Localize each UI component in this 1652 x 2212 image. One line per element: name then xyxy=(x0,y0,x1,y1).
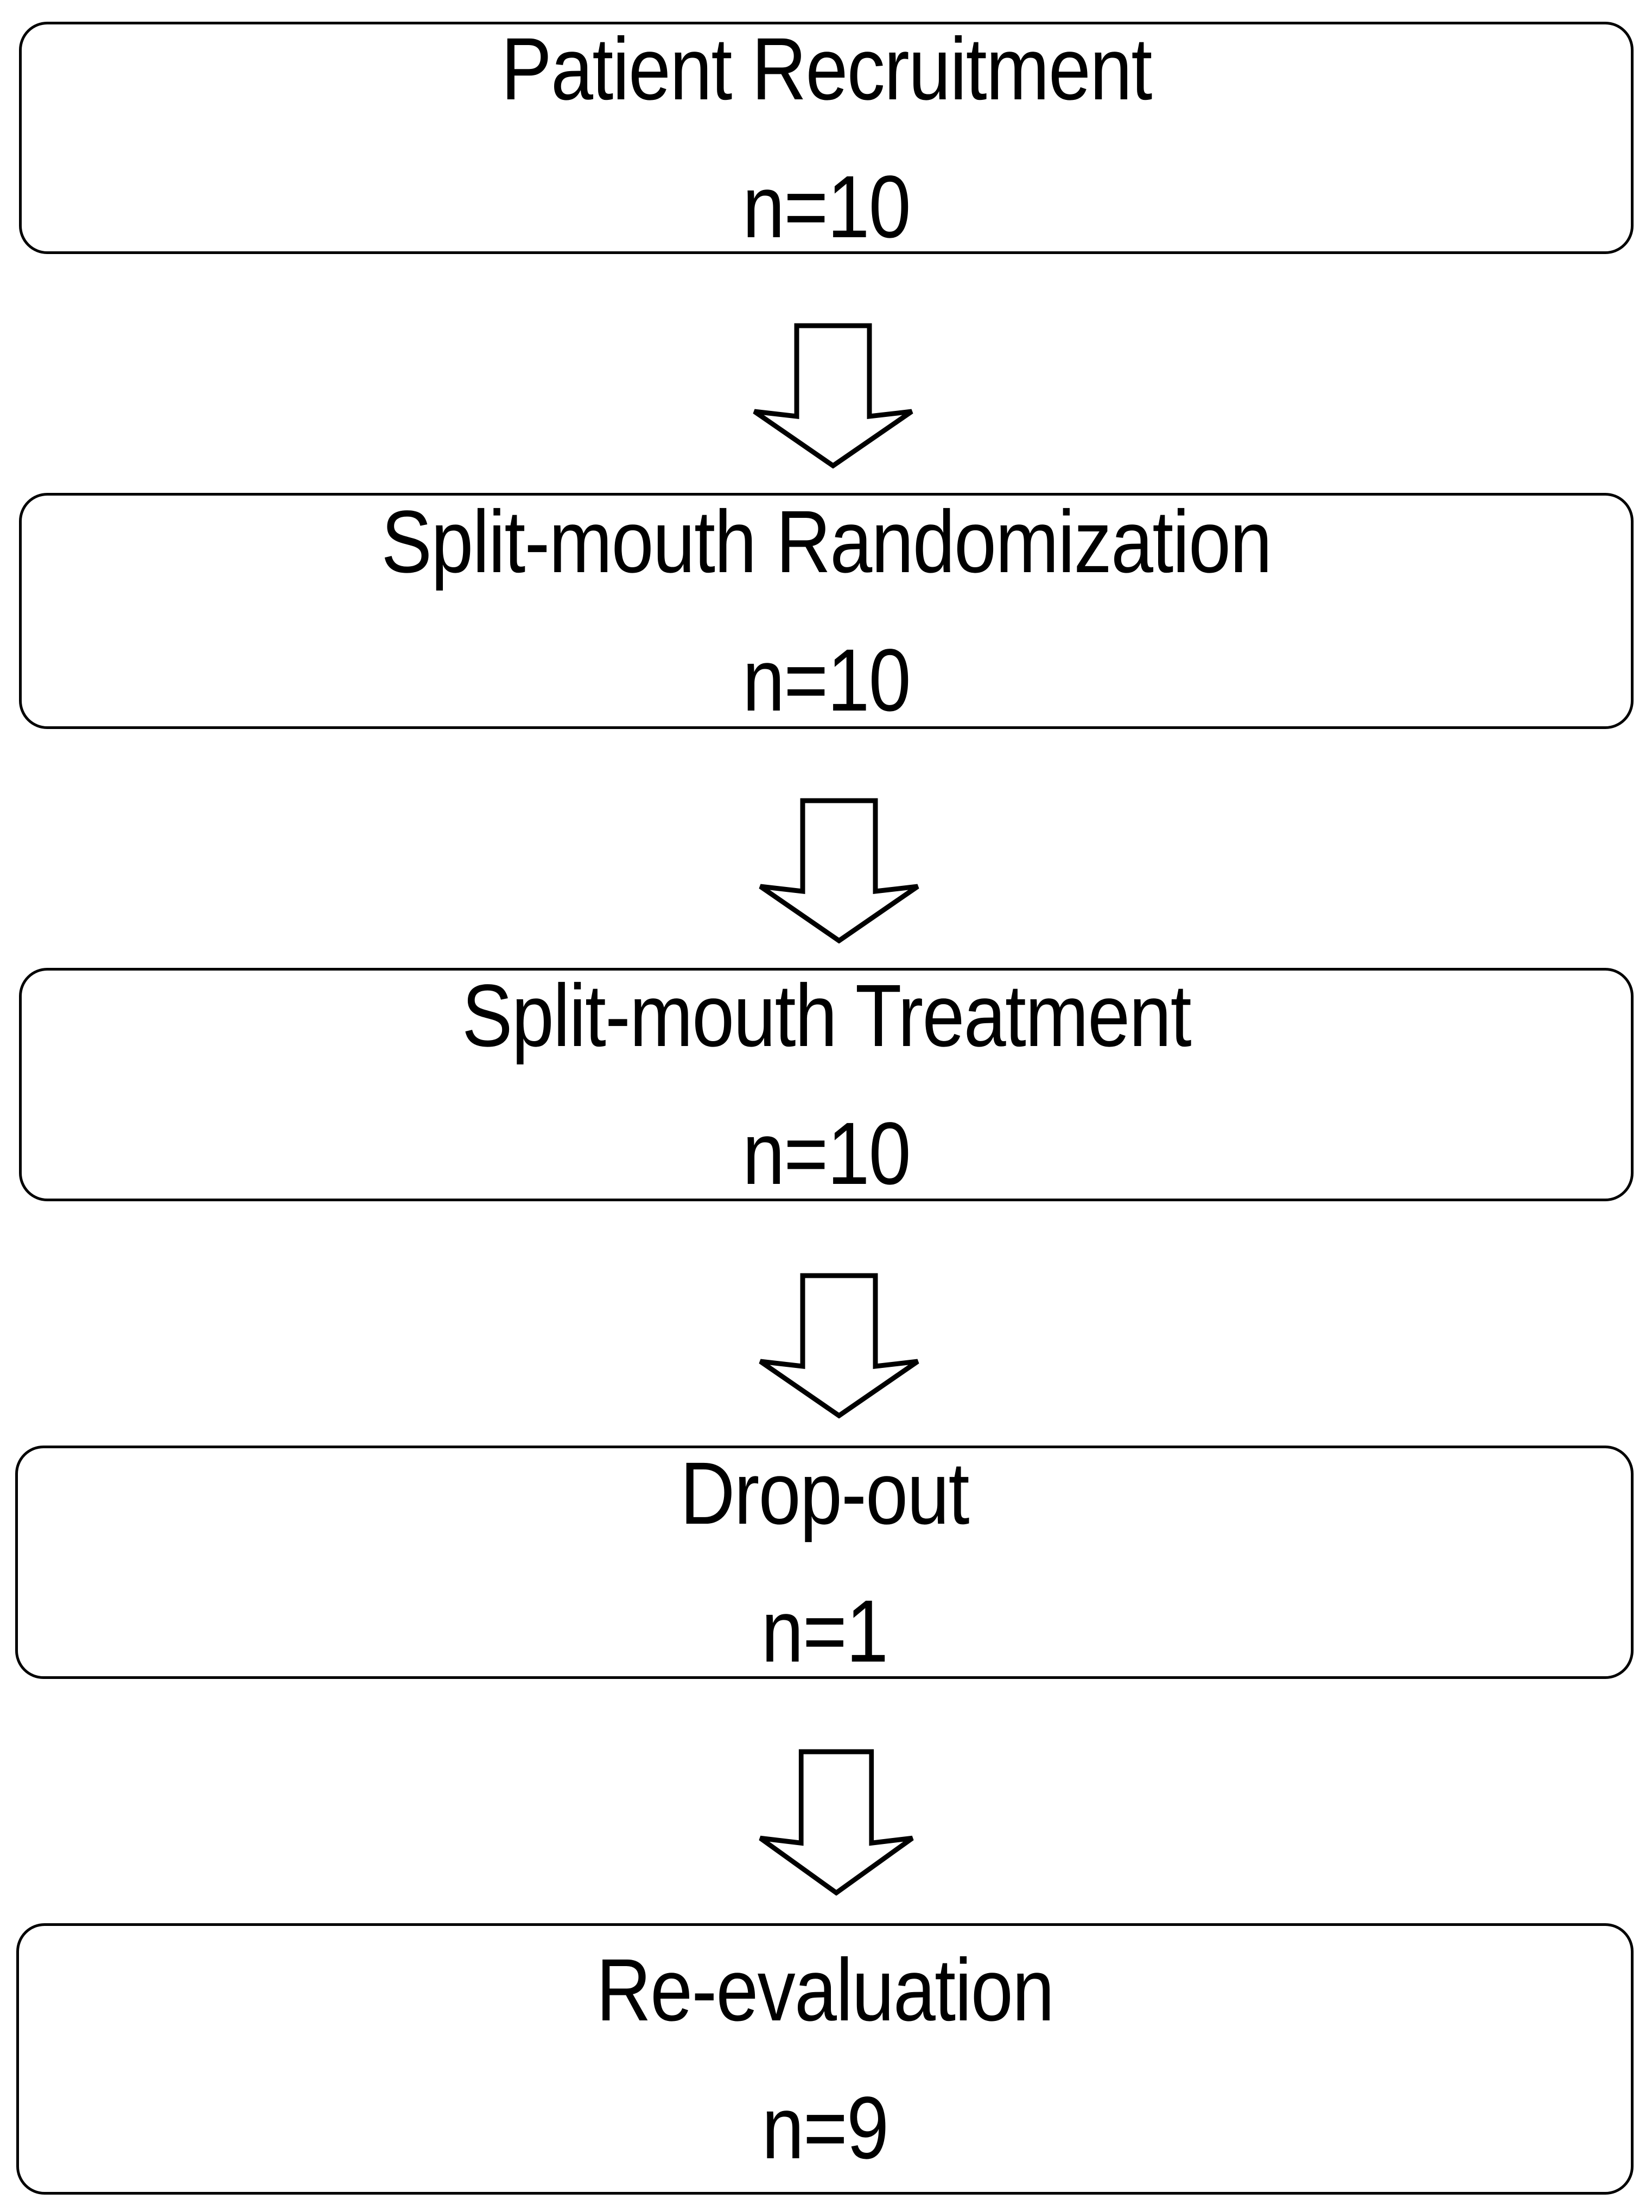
down-block-arrow-icon xyxy=(758,1749,915,1896)
flow-node-title: Drop-out xyxy=(680,1443,969,1543)
flow-node-split-mouth-treatment: Split-mouth Treatment n=10 xyxy=(19,968,1634,1201)
flow-node-title: Patient Recruitment xyxy=(501,18,1152,118)
down-block-arrow-glyph xyxy=(759,1749,914,1896)
down-block-arrow-glyph xyxy=(753,323,913,468)
flow-node-count: n=10 xyxy=(742,1104,911,1203)
down-block-arrow-icon xyxy=(758,798,920,943)
flow-node-re-evaluation: Re-evaluation n=9 xyxy=(16,1923,1634,2195)
flow-node-count: n=1 xyxy=(761,1581,888,1681)
flow-node-count: n=9 xyxy=(761,2078,889,2177)
flow-node-count: n=10 xyxy=(742,630,911,730)
flow-node-split-mouth-randomization: Split-mouth Randomization n=10 xyxy=(19,493,1634,729)
down-block-arrow-glyph xyxy=(759,798,919,943)
flow-node-title: Split-mouth Treatment xyxy=(462,965,1192,1065)
flow-node-title: Re-evaluation xyxy=(596,1940,1054,2039)
down-block-arrow-icon xyxy=(752,323,914,468)
flow-node-title: Split-mouth Randomization xyxy=(381,492,1273,592)
flow-node-drop-out: Drop-out n=1 xyxy=(15,1446,1634,1679)
flow-node-patient-recruitment: Patient Recruitment n=10 xyxy=(19,22,1634,254)
down-block-arrow-glyph xyxy=(759,1273,919,1418)
down-block-arrow-icon xyxy=(758,1273,920,1418)
flow-node-count: n=10 xyxy=(742,157,911,256)
